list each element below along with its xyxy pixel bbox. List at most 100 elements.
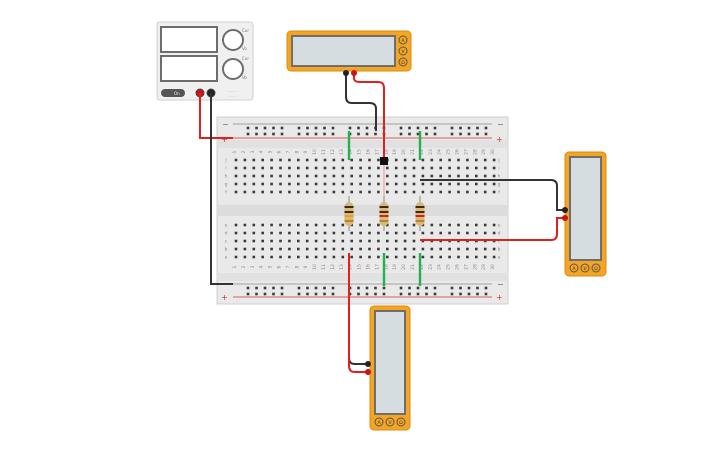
breadboard-hole[interactable] [272,286,275,290]
meter-mode-button[interactable] [580,263,590,273]
breadboard-hole[interactable] [270,223,273,227]
breadboard-hole[interactable] [270,174,273,178]
breadboard-hole[interactable] [425,292,428,296]
breadboard-hole[interactable] [382,292,386,296]
breadboard-hole[interactable] [332,231,336,235]
breadboard-hole[interactable] [359,182,362,186]
breadboard-hole[interactable] [332,190,336,194]
breadboard-hole[interactable] [483,247,487,251]
breadboard-hole[interactable] [255,292,258,296]
breadboard-hole[interactable] [261,231,264,235]
breadboard-hole[interactable] [368,255,371,259]
breadboard-hole[interactable] [439,174,442,178]
breadboard-hole[interactable] [261,247,264,251]
breadboard-hole[interactable] [288,166,291,170]
breadboard-hole[interactable] [403,247,407,251]
breadboard-hole[interactable] [359,166,362,170]
breadboard-hole[interactable] [297,292,301,296]
breadboard-hole[interactable] [448,182,451,186]
breadboard-hole[interactable] [350,247,353,251]
breadboard-hole[interactable] [412,223,416,227]
breadboard-hole[interactable] [483,190,487,194]
breadboard-hole[interactable] [341,190,345,194]
breadboard-hole[interactable] [359,247,362,251]
breadboard-hole[interactable] [439,158,442,162]
breadboard-hole[interactable] [377,255,380,259]
breadboard-hole[interactable] [255,286,258,290]
breadboard-hole[interactable] [448,231,451,235]
breadboard-hole[interactable] [305,190,309,194]
breadboard-hole[interactable] [475,182,478,186]
breadboard-hole[interactable] [368,174,371,178]
current-knob[interactable] [222,29,244,51]
breadboard-hole[interactable] [234,166,238,170]
breadboard-hole[interactable] [416,132,420,136]
breadboard-hole[interactable] [234,239,238,243]
breadboard-hole[interactable] [412,239,416,243]
breadboard-hole[interactable] [403,158,407,162]
breadboard-hole[interactable] [467,286,471,290]
breadboard-hole[interactable] [430,182,434,186]
breadboard-hole[interactable] [252,190,256,194]
breadboard-hole[interactable] [399,126,403,130]
breadboard-hole[interactable] [394,190,398,194]
breadboard-hole[interactable] [348,126,352,130]
breadboard-hole[interactable] [412,158,416,162]
breadboard-hole[interactable] [332,255,336,259]
meter-mode-button[interactable] [396,417,406,427]
breadboard-hole[interactable] [350,174,353,178]
breadboard-hole[interactable] [457,231,460,235]
meter-mode-button[interactable] [374,417,384,427]
breadboard-hole[interactable] [314,132,318,136]
breadboard-hole[interactable] [448,166,451,170]
breadboard-hole[interactable] [332,223,336,227]
breadboard-hole[interactable] [288,158,291,162]
breadboard-hole[interactable] [457,174,460,178]
breadboard-hole[interactable] [368,231,371,235]
breadboard-hole[interactable] [394,231,398,235]
breadboard-hole[interactable] [484,132,488,136]
breadboard-hole[interactable] [483,174,487,178]
breadboard-hole[interactable] [261,239,264,243]
breadboard-hole[interactable] [243,190,247,194]
breadboard-hole[interactable] [408,286,411,290]
breadboard-hole[interactable] [252,255,256,259]
breadboard-hole[interactable] [475,158,478,162]
breadboard-hole[interactable] [279,255,282,259]
breadboard-hole[interactable] [288,247,291,251]
breadboard-hole[interactable] [459,126,462,130]
breadboard-hole[interactable] [255,132,258,136]
breadboard-hole[interactable] [448,158,451,162]
breadboard-hole[interactable] [350,158,353,162]
breadboard-hole[interactable] [297,182,300,186]
breadboard-hole[interactable] [350,231,353,235]
breadboard-hole[interactable] [386,247,389,251]
breadboard-hole[interactable] [433,292,437,296]
breadboard-hole[interactable] [374,292,377,296]
breadboard-hole[interactable] [403,190,407,194]
breadboard-hole[interactable] [448,190,451,194]
breadboard-hole[interactable] [492,231,496,235]
breadboard-hole[interactable] [279,231,282,235]
breadboard-hole[interactable] [297,239,300,243]
breadboard-hole[interactable] [475,231,478,235]
breadboard-hole[interactable] [492,158,496,162]
breadboard-hole[interactable] [467,292,471,296]
breadboard-hole[interactable] [288,174,291,178]
breadboard-hole[interactable] [261,174,264,178]
breadboard-hole[interactable] [403,255,407,259]
breadboard-hole[interactable] [368,239,371,243]
breadboard-hole[interactable] [394,174,398,178]
breadboard-hole[interactable] [234,158,238,162]
breadboard-hole[interactable] [450,132,454,136]
breadboard-hole[interactable] [403,182,407,186]
breadboard-hole[interactable] [399,132,403,136]
breadboard-hole[interactable] [314,239,318,243]
breadboard-hole[interactable] [243,174,247,178]
breadboard-hole[interactable] [421,223,425,227]
breadboard-hole[interactable] [421,174,425,178]
breadboard-hole[interactable] [270,239,273,243]
wire-red[interactable] [353,73,385,160]
breadboard-hole[interactable] [368,166,371,170]
breadboard-hole[interactable] [331,132,335,136]
